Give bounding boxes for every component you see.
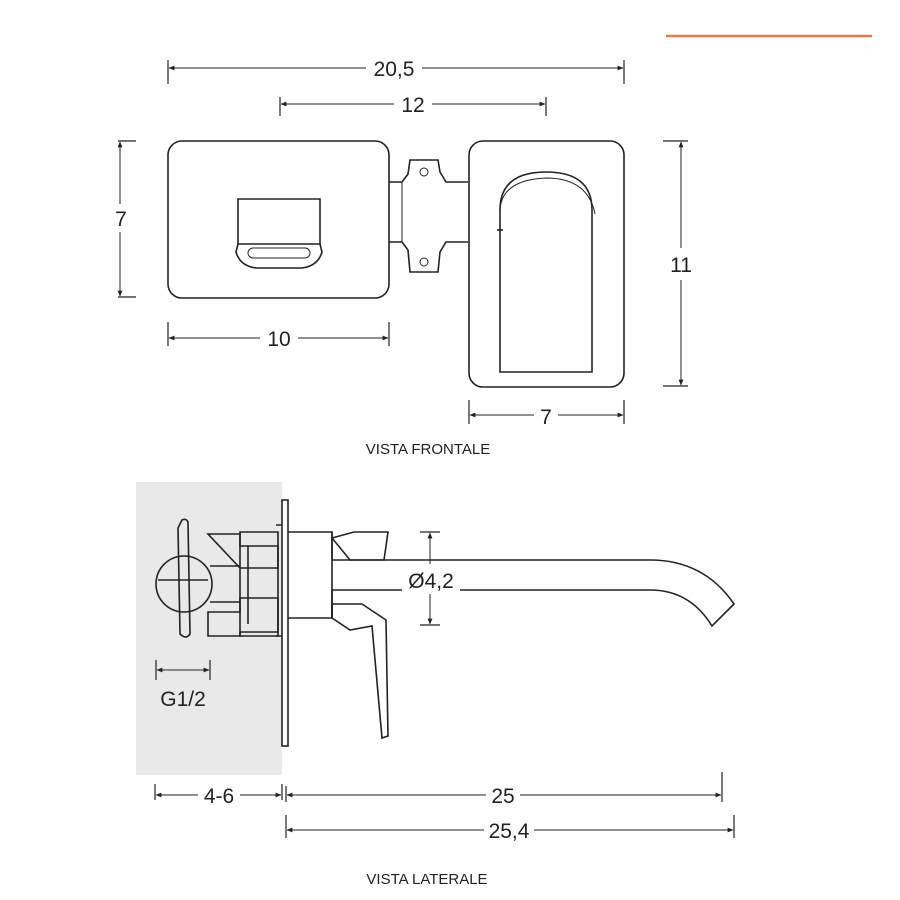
spout-front [497, 171, 596, 373]
dim-plate-width-right: 7 [468, 400, 625, 429]
mixer-plate [167, 140, 390, 299]
front-view: 20,5 12 7 10 [115, 58, 692, 458]
front-view-caption: VISTA FRONTALE [366, 441, 490, 458]
dim-total-length: 25,4 [285, 815, 735, 843]
dim-plate-width-right-label: 7 [540, 406, 552, 429]
spout-plate [468, 140, 625, 388]
dim-connection: G1/2 [155, 660, 211, 711]
dim-plate-width-left-label: 10 [267, 328, 290, 351]
wall-section [136, 482, 282, 775]
spout-side [288, 531, 736, 740]
dim-connection-label: G1/2 [160, 688, 206, 711]
side-view: Ø4,2 G1/2 4-6 25 [136, 482, 736, 888]
dim-spout-diameter: Ø4,2 [402, 531, 460, 626]
dim-plate-height-left: 7 [115, 140, 136, 298]
dim-wall-depth: 4-6 [154, 784, 283, 808]
dim-plate-height-left-label: 7 [115, 208, 127, 231]
side-view-caption: VISTA LATERALE [366, 871, 487, 888]
dim-plate-height-right-label: 11 [670, 254, 692, 277]
dim-total-width-label: 20,5 [374, 58, 415, 81]
wall-plate [281, 499, 289, 747]
dim-total-length-label: 25,4 [489, 820, 530, 843]
dim-plate-width-left: 10 [167, 322, 390, 351]
lever-handle [235, 198, 323, 269]
dim-spout-length: 25 [285, 772, 723, 808]
dim-center-distance-label: 12 [401, 94, 424, 117]
mounting-bracket [389, 159, 468, 273]
dim-spout-length-label: 25 [491, 785, 514, 808]
dim-center-distance: 12 [279, 94, 547, 117]
dim-wall-depth-label: 4-6 [204, 785, 234, 808]
dim-spout-diameter-label: Ø4,2 [408, 570, 454, 593]
dim-total-width: 20,5 [167, 58, 625, 84]
valve-body [155, 518, 279, 638]
dim-plate-height-right: 11 [663, 140, 692, 387]
